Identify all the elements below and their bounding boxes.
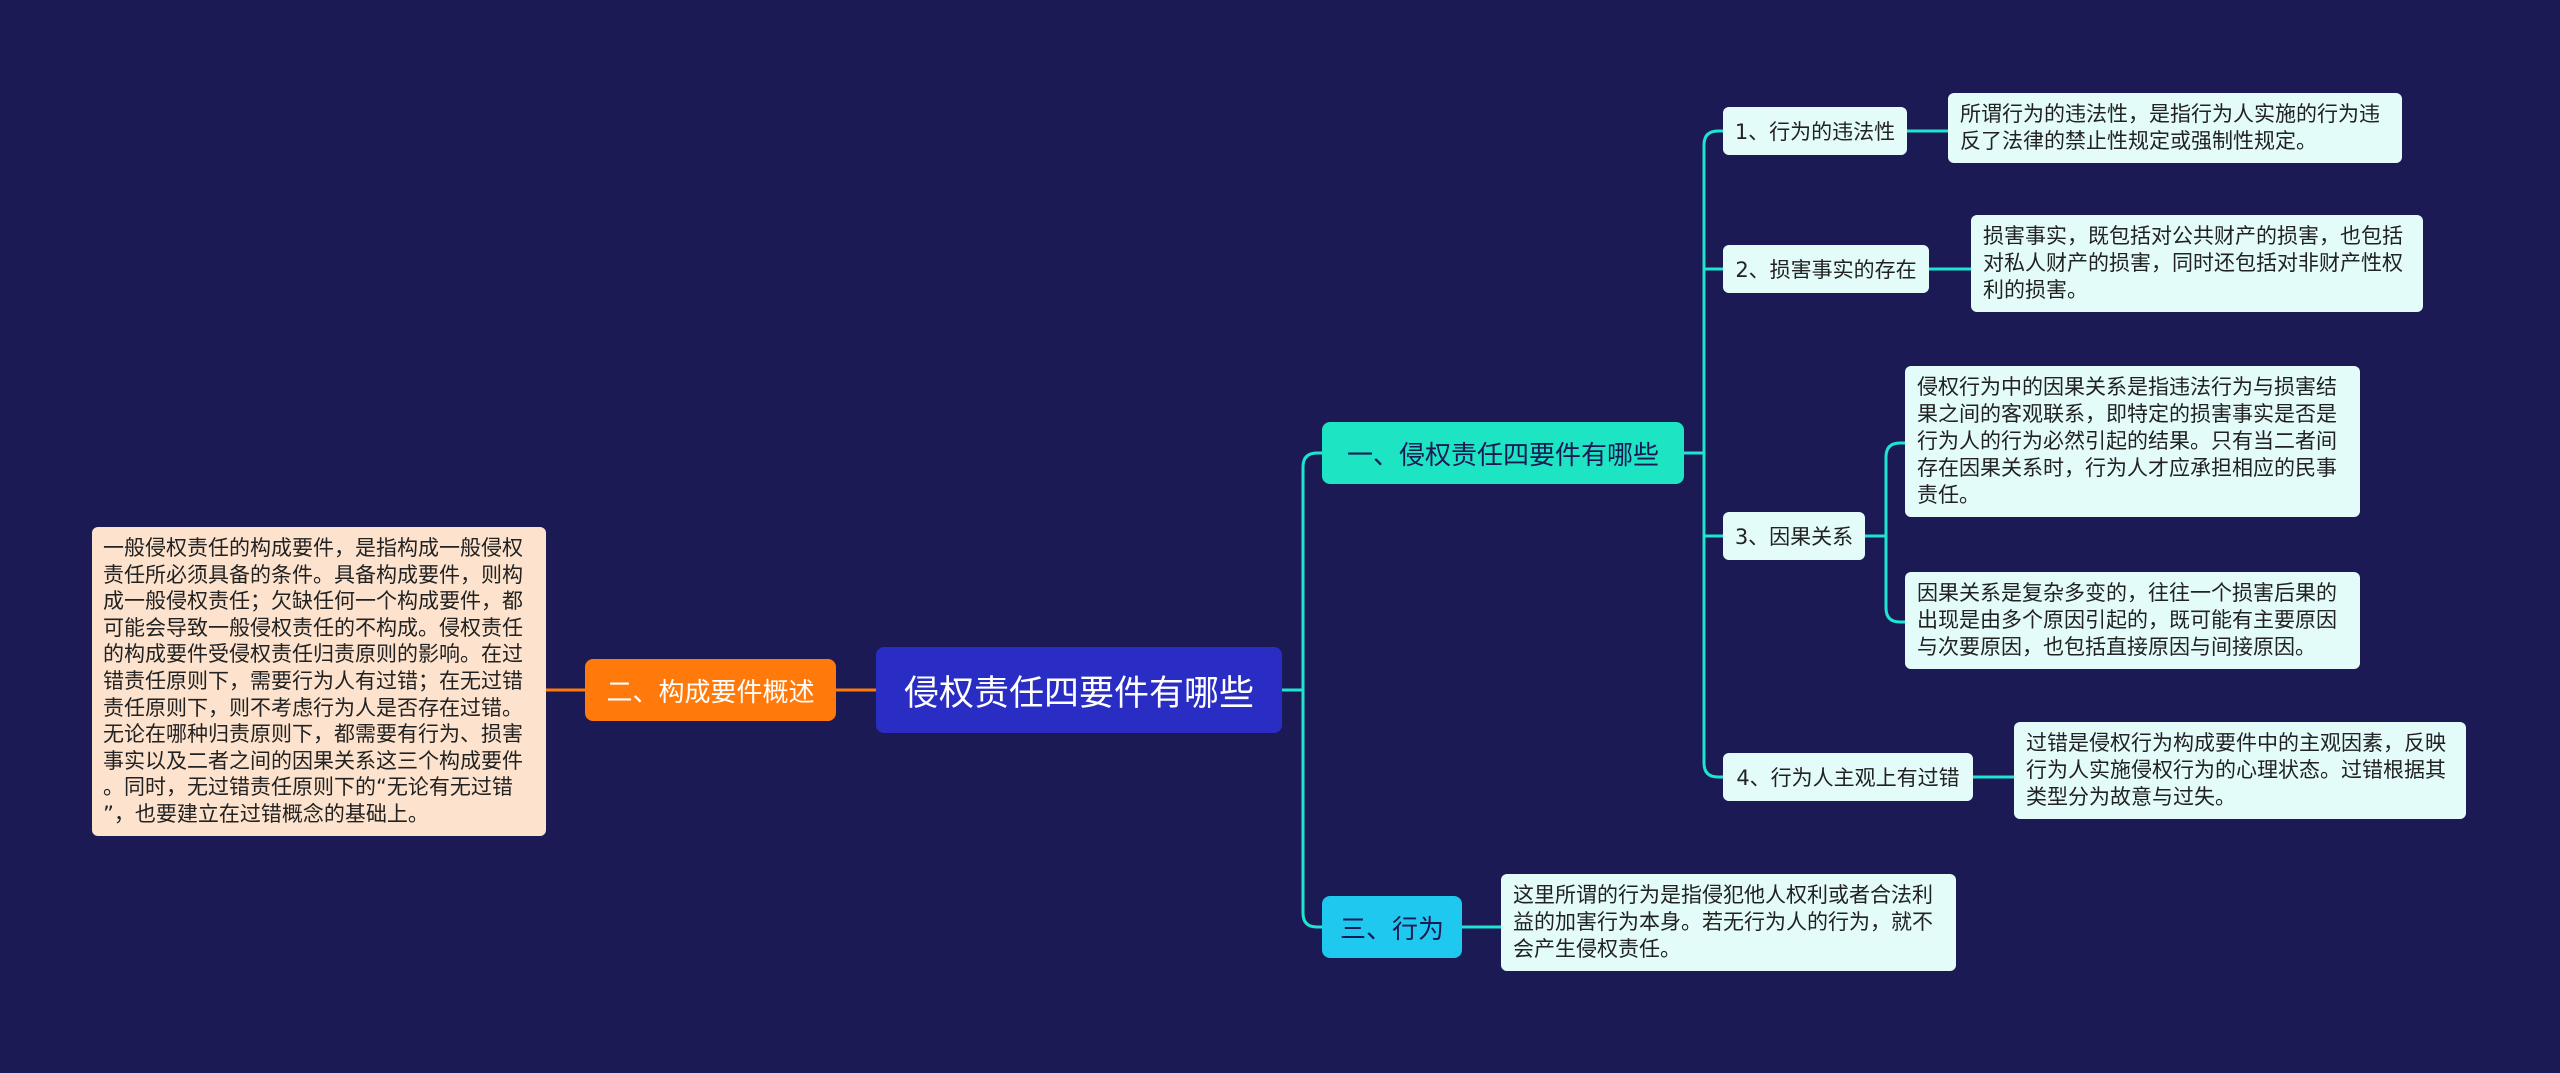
detail-illegality[interactable]: 所谓行为的违法性，是指行为人实施的行为违 反了法律的禁止性规定或强制性规定。 bbox=[1948, 93, 2402, 163]
subtopic-damage[interactable]: 2、损害事实的存在 bbox=[1723, 245, 1929, 293]
link-root-elements bbox=[1280, 451, 1324, 692]
branch-elements[interactable]: 一、侵权责任四要件有哪些 bbox=[1322, 422, 1684, 484]
detail-fault[interactable]: 过错是侵权行为构成要件中的主观因素，反映 行为人实施侵权行为的心理状态。过错根据… bbox=[2014, 722, 2466, 819]
detail-causation-definition[interactable]: 侵权行为中的因果关系是指违法行为与损害结 果之间的客观联系，即特定的损害事实是否… bbox=[1905, 366, 2360, 517]
detail-overview[interactable]: 一般侵权责任的构成要件，是指构成一般侵权 责任所必须具备的条件。具备构成要件，则… bbox=[92, 527, 546, 836]
detail-damage[interactable]: 损害事实，既包括对公共财产的损害，也包括 对私人财产的损害，同时还包括对非财产性… bbox=[1971, 215, 2423, 312]
link-root-act bbox=[1301, 688, 1324, 929]
root-topic[interactable]: 侵权责任四要件有哪些 bbox=[876, 647, 1282, 733]
subtopic-fault[interactable]: 4、行为人主观上有过错 bbox=[1723, 753, 1973, 801]
branch-act[interactable]: 三、行为 bbox=[1322, 896, 1462, 958]
subtopic-illegality[interactable]: 1、行为的违法性 bbox=[1723, 107, 1907, 155]
link-sub-spine bbox=[1702, 129, 1725, 779]
detail-act[interactable]: 这里所谓的行为是指侵犯他人权利或者合法利 益的加害行为本身。若无行为人的行为，就… bbox=[1501, 874, 1956, 971]
branch-overview[interactable]: 二、构成要件概述 bbox=[585, 659, 836, 721]
subtopic-causation[interactable]: 3、因果关系 bbox=[1723, 512, 1865, 560]
detail-causation-complexity[interactable]: 因果关系是复杂多变的，往往一个损害后果的 出现是由多个原因引起的，既可能有主要原… bbox=[1905, 572, 2360, 669]
link-sub3-details bbox=[1863, 441, 1907, 624]
